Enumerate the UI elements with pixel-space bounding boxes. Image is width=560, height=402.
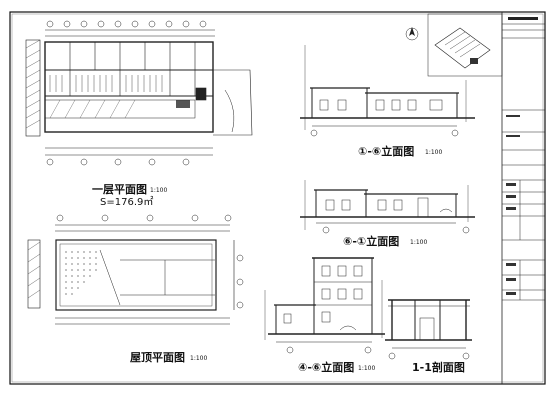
roof-plan: [27, 214, 244, 325]
ground-floor-plan-scale: 1:100: [150, 187, 168, 194]
key-plan: [405, 13, 503, 77]
ground-floor-plan: [25, 20, 253, 166]
elevation-2-title: ⑥-①立面图: [343, 235, 400, 248]
elevation-2-scale: 1:100: [410, 239, 428, 246]
section-1-1: [385, 299, 472, 360]
elevation-1-title: ①-⑥立面图: [358, 145, 415, 158]
section-1-1-title: 1-1剖面图: [412, 361, 465, 374]
roof-plan-title: 屋顶平面图: [130, 351, 185, 364]
elevation-3-title: ④-⑥立面图: [298, 361, 355, 374]
ground-floor-area: S=176.9㎡: [100, 197, 154, 208]
elevation-1-scale: 1:100: [425, 149, 443, 156]
ground-floor-plan-title: 一层平面图: [92, 183, 147, 196]
sheet-border: [9, 11, 546, 385]
roof-plan-scale: 1:100: [190, 355, 208, 362]
elevation-3-scale: 1:100: [358, 365, 376, 372]
elevation-3: [264, 257, 385, 354]
elevation-1: [300, 45, 475, 137]
title-block: [501, 12, 545, 384]
elevation-2: [300, 180, 475, 234]
